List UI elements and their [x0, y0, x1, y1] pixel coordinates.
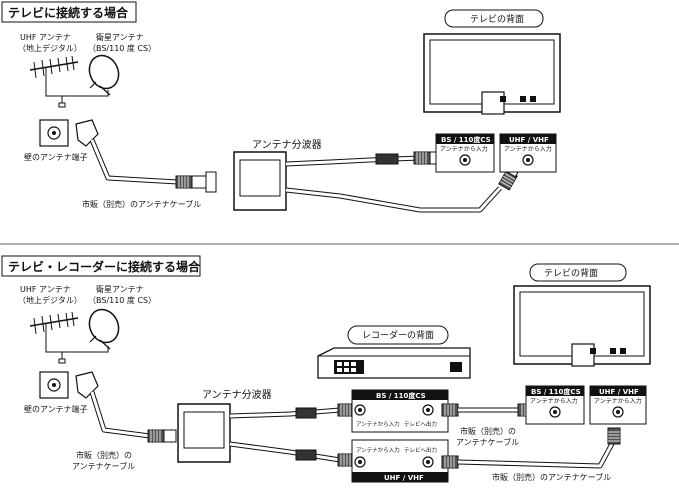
- cable-left-label: 市販（別売）の: [76, 450, 132, 460]
- section2-heading: テレビ・レコーダーに接続する場合: [8, 259, 201, 274]
- uhf-antenna-label-2: UHF アンテナ: [20, 285, 71, 294]
- antenna-splitter-icon: [233, 151, 287, 211]
- splitter-label: アンテナ分波器: [252, 138, 322, 151]
- uhf-antenna-sublabel-2: （地上デジタル）: [18, 295, 82, 305]
- tv-port-bs: BS / 110度CS アンテナから入力: [435, 133, 495, 173]
- tv2-port-uhf-header: UHF / VHF: [599, 388, 639, 396]
- tv2-port-bs: BS / 110度CS アンテナから入力: [525, 385, 585, 425]
- recorder-uhf-in-label: アンテナから入力: [356, 446, 400, 454]
- tv2-port-bs-header: BS / 110度CS: [531, 387, 581, 396]
- uhf-antenna-icon: [29, 55, 79, 88]
- tv-port-uhf-header: UHF / VHF: [509, 136, 549, 144]
- cable-left-sublabel: アンテナケーブル: [72, 461, 135, 471]
- cable-label: 市販（別売）のアンテナケーブル: [82, 199, 201, 209]
- tv-back-label-2: テレビの背面: [544, 267, 598, 279]
- recorder-port-uhf-header: UHF / VHF: [384, 474, 424, 482]
- tv2-port-bs-label: アンテナから入力: [530, 397, 578, 405]
- wall-terminal-label: 壁のアンテナ端子: [24, 152, 88, 162]
- tv-port-bs-label: アンテナから入力: [440, 145, 488, 153]
- tv2-port-uhf: UHF / VHF アンテナから入力: [589, 385, 647, 425]
- recorder-icon: [317, 347, 471, 379]
- tv-icon-2: [513, 285, 651, 367]
- splitter-label-2: アンテナ分波器: [202, 388, 272, 401]
- recorder-port-uhf: アンテナから入力 テレビへ出力 UHF / VHF: [351, 439, 449, 483]
- bs-dish-icon-2: [88, 308, 120, 350]
- wall-terminal-label-2: 壁のアンテナ端子: [24, 404, 88, 414]
- tv-icon: [423, 33, 561, 115]
- tv-back-label: テレビの背面: [470, 13, 524, 25]
- bs-antenna-label: 衛星アンテナ: [96, 32, 144, 42]
- recorder-bs-in-label: アンテナから入力: [356, 420, 400, 428]
- cable-bottom-label: 市販（別売）のアンテナケーブル: [492, 472, 611, 482]
- bs-dish-icon: [88, 54, 120, 96]
- tv-port-uhf-label: アンテナから入力: [504, 145, 552, 153]
- antenna-splitter-icon-2: [177, 403, 231, 463]
- wall-antenna-terminal-icon-2: [39, 371, 69, 399]
- section1-heading: テレビに接続する場合: [8, 5, 129, 20]
- wall-antenna-terminal-icon: [39, 119, 69, 147]
- uhf-antenna-sublabel: （地上デジタル）: [18, 43, 82, 53]
- cable-mid-label: 市販（別売）の: [460, 426, 516, 436]
- section2-heading-box: [1, 255, 201, 277]
- section-tv-recorder: テレビ・レコーダーに接続する場合 UHF アンテナ （地上デジタル） 衛星アンテ…: [1, 255, 651, 483]
- recorder-bs-out-label: テレビへ出力: [404, 420, 437, 428]
- section1-heading-box: [1, 1, 137, 23]
- cable-mid-sublabel: アンテナケーブル: [456, 437, 519, 447]
- bs-antenna-label-2: 衛星アンテナ: [96, 284, 144, 294]
- section-tv-only: テレビに接続する場合 UHF アンテナ （地上デジタル） 衛星アンテナ （BS/…: [1, 1, 561, 213]
- bs-antenna-sublabel-2: （BS/110 度 CS）: [88, 295, 156, 305]
- tv-port-bs-header: BS / 110度CS: [441, 135, 491, 144]
- uhf-antenna-label: UHF アンテナ: [20, 33, 71, 42]
- uhf-antenna-icon-2: [29, 311, 79, 344]
- recorder-port-bs: BS / 110度CS アンテナから入力 テレビへ出力: [351, 389, 449, 433]
- tv2-port-uhf-label: アンテナから入力: [594, 397, 642, 405]
- recorder-port-bs-header: BS / 110度CS: [376, 391, 426, 400]
- tv-port-uhf: UHF / VHF アンテナから入力: [499, 133, 557, 173]
- bs-antenna-sublabel: （BS/110 度 CS）: [88, 43, 156, 53]
- recorder-uhf-out-label: テレビへ出力: [404, 446, 437, 454]
- recorder-back-label: レコーダーの背面: [362, 329, 434, 341]
